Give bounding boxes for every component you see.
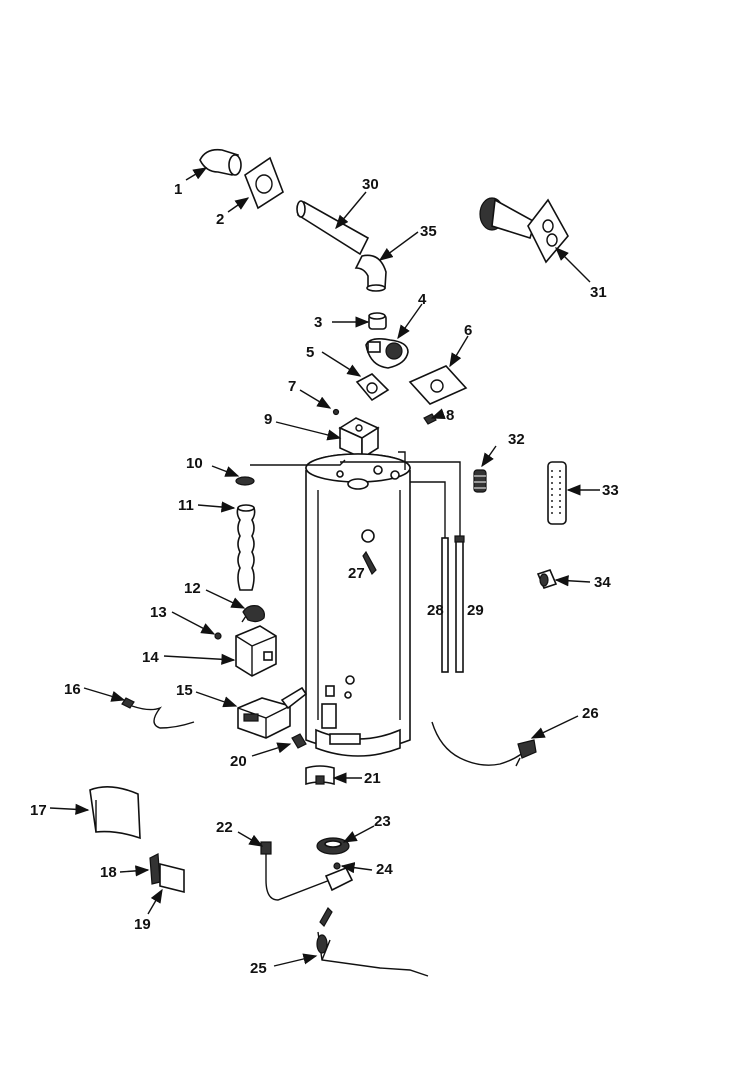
part-21-shield <box>305 765 335 786</box>
part-5-gasket <box>355 373 390 402</box>
callout-9: 9 <box>264 411 272 428</box>
part-8-fitting <box>423 413 437 425</box>
callout-24: 24 <box>376 861 393 878</box>
callout-31: 31 <box>590 284 607 301</box>
part-25-pilot-assembly <box>316 907 429 977</box>
callout-21: 21 <box>364 770 381 787</box>
part-13-screw <box>214 632 222 640</box>
water-heater-tank <box>305 453 411 757</box>
callout-8: 8 <box>446 407 454 424</box>
part-22-manifold-tube <box>260 841 354 901</box>
part-26-wire-harness <box>431 721 537 767</box>
callout-18: 18 <box>100 864 117 881</box>
part-33-anode-tube <box>547 461 567 525</box>
callout-2: 2 <box>216 211 224 228</box>
part-30-vent-pipe <box>296 200 370 256</box>
part-3-cap <box>368 312 387 330</box>
callout-11: 11 <box>178 497 194 514</box>
callout-6: 6 <box>464 322 472 339</box>
callout-33: 33 <box>602 482 619 499</box>
leader-line-29 <box>340 461 461 540</box>
part-2-gasket <box>244 156 284 210</box>
callout-34: 34 <box>594 574 611 591</box>
callout-14: 14 <box>142 649 159 666</box>
callout-23: 23 <box>374 813 391 830</box>
callout-17: 17 <box>30 802 47 819</box>
part-15-gas-control-valve <box>237 686 308 739</box>
callout-27: 27 <box>348 565 365 582</box>
part-24-orifice <box>333 862 341 870</box>
callout-labels: 1 2 3 4 5 6 7 8 9 10 11 12 13 14 15 16 1… <box>30 176 619 977</box>
callout-13: 13 <box>150 604 167 621</box>
callout-12: 12 <box>184 580 201 597</box>
callout-arrows <box>49 167 600 967</box>
callout-32: 32 <box>508 431 525 448</box>
callout-5: 5 <box>306 344 314 361</box>
callout-19: 19 <box>134 916 151 933</box>
part-10-ring <box>235 476 255 486</box>
part-29-dip-tube <box>454 535 465 673</box>
leader-line-28 <box>410 481 446 540</box>
part-6-cover-plate <box>408 365 468 405</box>
part-31-vent-hood <box>479 197 569 264</box>
part-19-inner-door <box>159 862 185 894</box>
part-18-clip <box>149 853 161 885</box>
part-35-elbow <box>354 254 387 292</box>
part-28-dip-tube <box>441 537 449 673</box>
callout-35: 35 <box>420 223 437 240</box>
callout-22: 22 <box>216 819 233 836</box>
callout-26: 26 <box>582 705 599 722</box>
callout-28: 28 <box>427 602 444 619</box>
part-17-outer-door <box>89 786 141 840</box>
part-12-switch <box>241 605 265 623</box>
part-32-spring <box>473 469 487 493</box>
callout-25: 25 <box>250 960 267 977</box>
part-27-probe <box>361 529 377 576</box>
callout-10: 10 <box>186 455 203 472</box>
part-14-bracket <box>235 625 277 677</box>
part-23-burner <box>316 837 350 855</box>
part-9-housing <box>338 417 380 460</box>
callout-4: 4 <box>418 291 427 308</box>
part-16-thermocouple <box>121 697 195 729</box>
callout-1: 1 <box>174 181 182 198</box>
part-11-flex-pipe <box>236 504 256 591</box>
part-7-screw <box>332 408 340 416</box>
callout-15: 15 <box>176 682 193 699</box>
callout-16: 16 <box>64 681 81 698</box>
part-1-elbow-fitting <box>199 148 242 176</box>
part-4-blower <box>365 338 409 369</box>
part-34-nipple <box>536 569 558 589</box>
part-20-fitting <box>291 733 307 749</box>
callout-29: 29 <box>467 602 484 619</box>
leader-line-8 <box>398 451 406 470</box>
callout-30: 30 <box>362 176 379 193</box>
callout-20: 20 <box>230 753 247 770</box>
callout-7: 7 <box>288 378 296 395</box>
callout-3: 3 <box>314 314 322 331</box>
